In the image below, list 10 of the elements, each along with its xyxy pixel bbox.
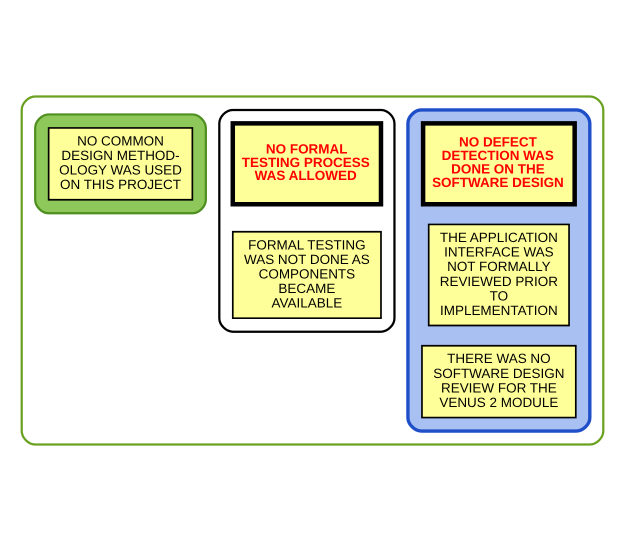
cluster [406,108,592,433]
node-box: NO DEFECT DETECTION WAS DONE ON THE SOFTWARE DESIGN [420,121,577,206]
node-box: THE APPLICATION INTERFACE WAS NOT FORMALLY REVIEWED PRIOR TO IMPLEMENTATION [428,224,570,326]
cluster [34,113,207,214]
cluster [218,108,396,333]
node-box: NO FORMAL TESTING PROCESS WAS ALLOWED [230,121,384,206]
node-box: FORMAL TESTING WAS NOT DONE AS COMPONENTS BECAME AVAILABLE [232,230,382,320]
node-box: NO COMMON DESIGN METHOD- OLOGY WAS USED ON THIS PROJECT [48,127,194,201]
node-box: THERE WAS NO SOFTWARE DESIGN REVIEW FOR THE VENUS 2 MODULE [421,344,577,418]
cluster [20,95,604,446]
